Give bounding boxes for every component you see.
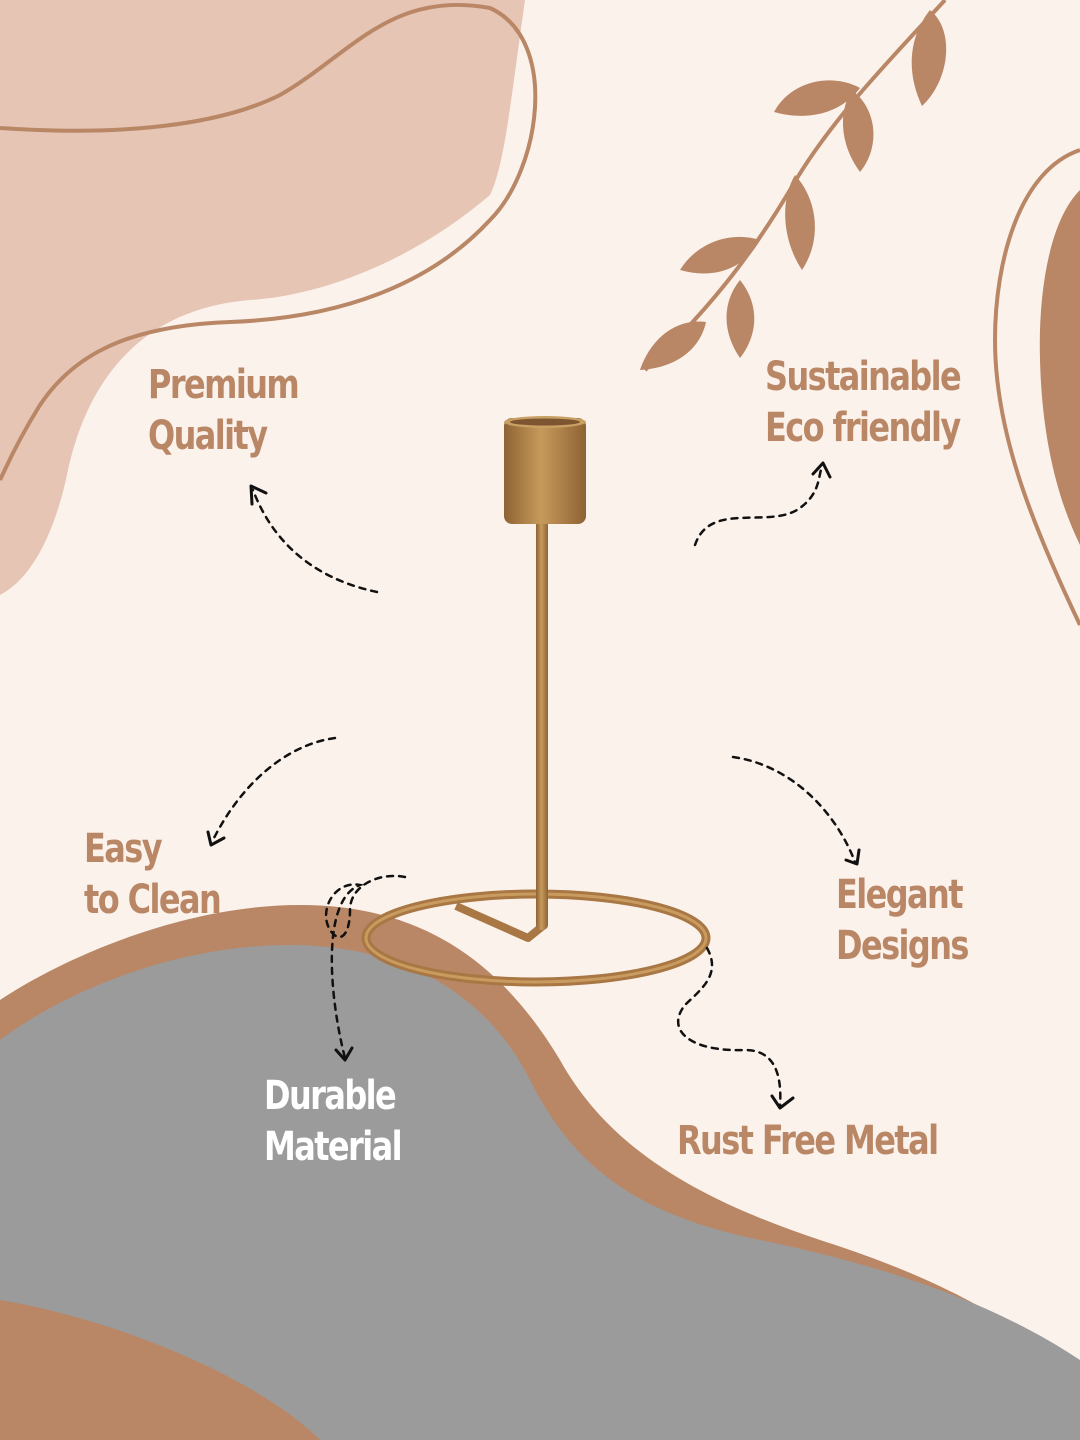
- feature-line: Designs: [836, 923, 969, 969]
- dashed-arrow-icon: [693, 464, 824, 547]
- curve-line-top-left: [0, 2, 538, 481]
- leaf-branch-icon: [640, 0, 947, 372]
- copper-wedge-bottom-left: [0, 1300, 320, 1440]
- dashed-arrow-icon: [210, 736, 337, 844]
- grey-blob-bottom: [0, 945, 1080, 1440]
- feature-durable-material: Durable Material: [264, 1071, 403, 1173]
- feature-line: Material: [264, 1124, 403, 1170]
- dashed-arrow-icon: [677, 946, 782, 1108]
- feature-line: Easy: [84, 826, 163, 872]
- dashed-arrow-icon: [251, 488, 379, 594]
- feature-line: Eco friendly: [765, 405, 961, 451]
- feature-premium-quality: Premium Quality: [148, 360, 300, 462]
- arc-outline-right: [992, 148, 1080, 626]
- feature-line: Rust Free Metal: [677, 1118, 939, 1164]
- feature-line: to Clean: [84, 877, 222, 923]
- feature-line: Sustainable: [765, 354, 962, 400]
- arc-fill-right: [1039, 190, 1080, 545]
- feature-easy-to-clean: Easy to Clean: [84, 824, 222, 926]
- feature-line: Elegant: [836, 872, 964, 918]
- feature-line: Premium: [148, 362, 300, 408]
- dashed-arrow-icon: [324, 874, 407, 1060]
- blush-blob: [0, 0, 525, 595]
- feature-line: Quality: [148, 413, 268, 459]
- feature-line: Durable: [264, 1073, 397, 1119]
- feature-rust-free-metal: Rust Free Metal: [677, 1116, 939, 1167]
- dashed-arrow-icon: [731, 755, 857, 864]
- feature-elegant-designs: Elegant Designs: [836, 870, 969, 972]
- feature-sustainable: Sustainable Eco friendly: [765, 352, 962, 454]
